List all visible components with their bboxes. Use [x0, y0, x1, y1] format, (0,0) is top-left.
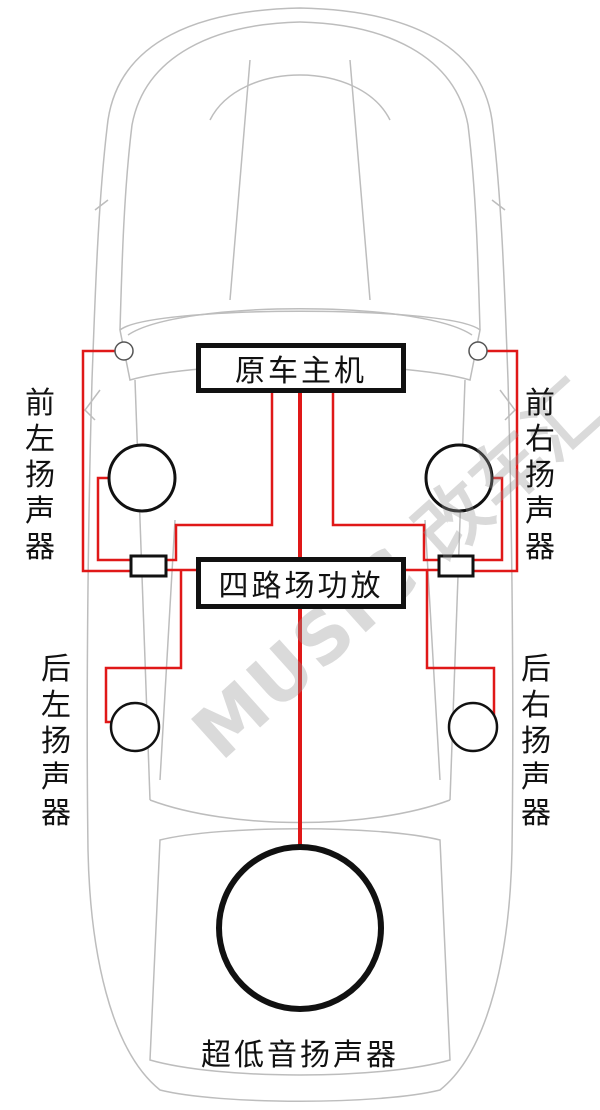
wire-front-left	[81, 349, 131, 573]
wire-rear-left	[104, 570, 183, 724]
rear-right-speaker-label: 后右扬声器	[521, 652, 551, 831]
rear-left-speaker-label: 后左扬声器	[41, 652, 71, 831]
subwoofer-label: 超低音扬声器	[201, 1038, 399, 1073]
crossover-right	[437, 554, 475, 578]
subwoofer-icon	[216, 844, 384, 1012]
rear-right-speaker-icon	[447, 701, 499, 753]
head-unit-box: 原车主机	[196, 343, 406, 393]
wire-front-right-speaker	[473, 476, 504, 562]
front-left-speaker-icon	[107, 443, 177, 513]
wire-front-right	[473, 349, 519, 573]
front-right-speaker-icon	[424, 443, 494, 513]
front-right-speaker-label: 前右扬声器	[525, 386, 555, 565]
rear-left-speaker-icon	[109, 701, 161, 753]
front-left-speaker-label: 前左扬声器	[25, 386, 55, 565]
tweeter-left	[114, 341, 134, 361]
wire-head-to-left	[166, 393, 274, 562]
amplifier-box: 四路场功放	[196, 557, 406, 609]
tweeter-right	[468, 341, 488, 361]
wiring	[81, 349, 519, 849]
wire-front-left-speaker	[96, 476, 131, 562]
wire-head-to-right	[331, 393, 439, 562]
crossover-left	[129, 554, 168, 578]
